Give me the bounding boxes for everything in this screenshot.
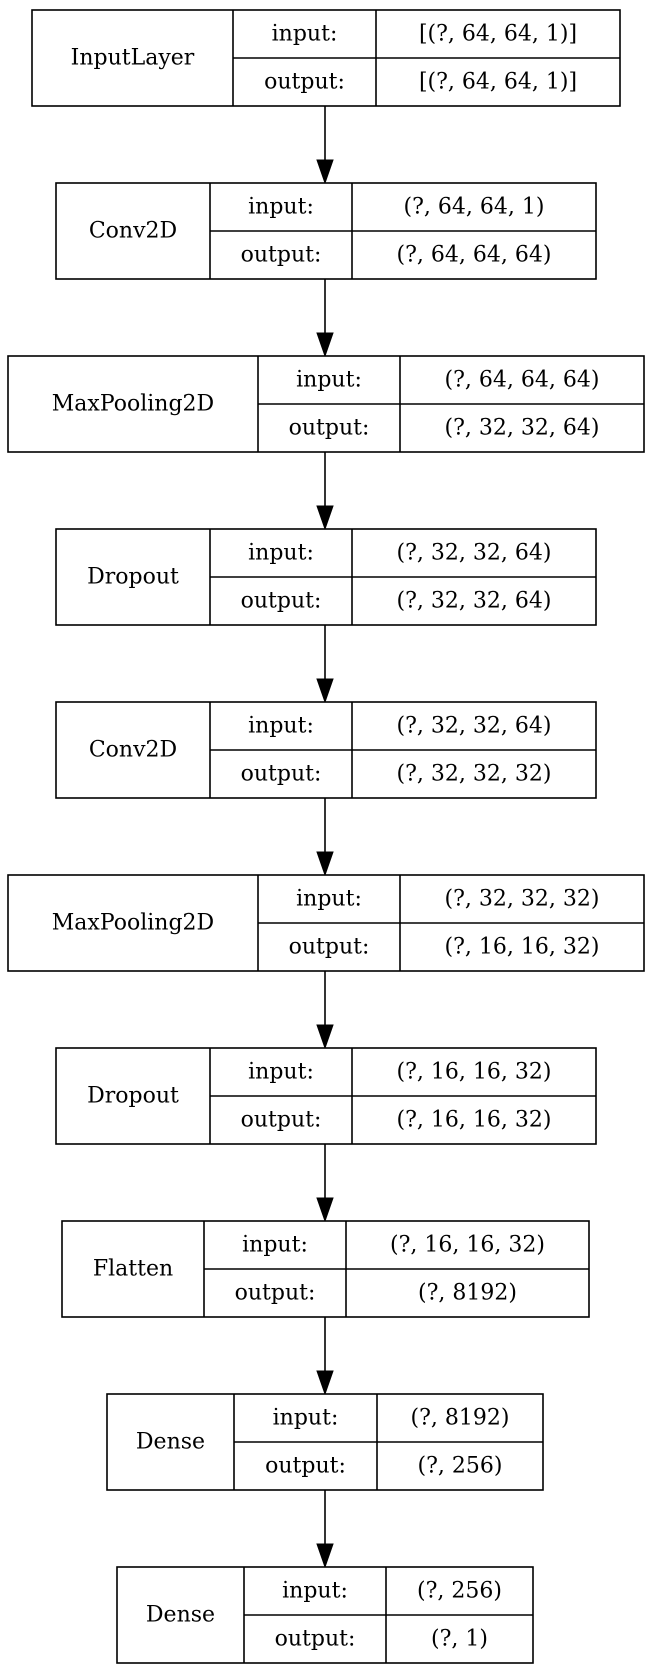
output-label: output: xyxy=(275,1627,356,1652)
input-label: input: xyxy=(248,1060,314,1085)
layer-name: Dense xyxy=(146,1603,215,1628)
layer-node-maxpooling2d: MaxPooling2D input: output: (?, 32, 32, 32)… xyxy=(7,874,645,972)
layer-name: Dropout xyxy=(87,565,179,590)
input-shape: (?, 64, 64, 1) xyxy=(404,195,545,220)
input-label: input: xyxy=(248,195,314,220)
input-shape: (?, 8192) xyxy=(411,1406,510,1431)
input-label: input: xyxy=(248,714,314,739)
layer-node-dense: Dense input: output: (?, 256) (?, 1) xyxy=(116,1566,534,1664)
input-label: input: xyxy=(296,887,362,912)
layer-name: Conv2D xyxy=(89,738,177,763)
layer-node-conv2d: Conv2D input: output: (?, 32, 32, 64) (?, 32… xyxy=(55,701,597,799)
output-label: output: xyxy=(289,935,370,960)
output-label: output: xyxy=(264,70,345,95)
layer-node-dropout: Dropout input: output: (?, 32, 32, 64) (?, 3… xyxy=(55,528,597,626)
output-shape: (?, 64, 64, 64) xyxy=(397,243,552,268)
layer-name: Conv2D xyxy=(89,219,177,244)
input-label: input: xyxy=(272,22,338,47)
output-shape: [(?, 64, 64, 1)] xyxy=(419,70,577,95)
layer-node-maxpooling2d: MaxPooling2D input: output: (?, 64, 64, 64)… xyxy=(7,355,645,453)
arrowhead-icon xyxy=(316,678,334,704)
input-shape: [(?, 64, 64, 1)] xyxy=(419,22,577,47)
edge-arrow xyxy=(316,106,334,185)
output-shape: (?, 32, 32, 64) xyxy=(397,589,552,614)
layer-node-flatten: Flatten input: output: (?, 16, 16, 32) (?, 8… xyxy=(61,1220,590,1318)
output-label: output: xyxy=(241,1108,322,1133)
input-shape: (?, 32, 32, 64) xyxy=(397,541,552,566)
input-shape: (?, 32, 32, 64) xyxy=(397,714,552,739)
output-shape: (?, 16, 16, 32) xyxy=(445,935,600,960)
output-shape: (?, 32, 32, 64) xyxy=(445,416,600,441)
layer-node-inputlayer: InputLayer input: output: [(?, 64, 64, 1)] [… xyxy=(31,9,621,107)
arrowhead-icon xyxy=(316,1370,334,1396)
input-label: input: xyxy=(296,368,362,393)
output-label: output: xyxy=(241,589,322,614)
output-label: output: xyxy=(265,1454,346,1479)
arrowhead-icon xyxy=(316,505,334,531)
layer-name: InputLayer xyxy=(71,46,195,71)
input-label: input: xyxy=(282,1579,348,1604)
layer-name: Dropout xyxy=(87,1084,179,1109)
edge-arrow xyxy=(316,279,334,358)
input-shape: (?, 16, 16, 32) xyxy=(397,1060,552,1085)
layer-node-conv2d: Conv2D input: output: (?, 64, 64, 1) (?, 64,… xyxy=(55,182,597,280)
arrowhead-icon xyxy=(316,851,334,877)
edge-arrow xyxy=(316,1317,334,1396)
output-shape: (?, 8192) xyxy=(418,1281,517,1306)
layer-name: Flatten xyxy=(93,1257,173,1282)
output-shape: (?, 16, 16, 32) xyxy=(397,1108,552,1133)
edge-arrow xyxy=(316,452,334,531)
output-shape: (?, 256) xyxy=(418,1454,503,1479)
arrowhead-icon xyxy=(316,332,334,358)
arrowhead-icon xyxy=(316,1197,334,1223)
input-label: input: xyxy=(248,541,314,566)
input-label: input: xyxy=(242,1233,308,1258)
arrowhead-icon xyxy=(316,1024,334,1050)
arrowhead-icon xyxy=(316,159,334,185)
input-shape: (?, 32, 32, 32) xyxy=(445,887,600,912)
output-label: output: xyxy=(289,416,370,441)
layer-node-dropout: Dropout input: output: (?, 16, 16, 32) (?, 1… xyxy=(55,1047,597,1145)
edge-arrow xyxy=(316,625,334,704)
edge-arrow xyxy=(316,1490,334,1569)
input-label: input: xyxy=(273,1406,339,1431)
input-shape: (?, 16, 16, 32) xyxy=(390,1233,545,1258)
edge-arrow xyxy=(316,1144,334,1223)
input-shape: (?, 64, 64, 64) xyxy=(445,368,600,393)
layer-name: Dense xyxy=(136,1430,205,1455)
edge-arrow xyxy=(316,798,334,877)
arrowhead-icon xyxy=(316,1543,334,1569)
layer-name: MaxPooling2D xyxy=(52,911,214,936)
output-shape: (?, 32, 32, 32) xyxy=(397,762,552,787)
layer-name: MaxPooling2D xyxy=(52,392,214,417)
layer-node-dense: Dense input: output: (?, 8192) (?, 256) xyxy=(106,1393,544,1491)
edge-arrow xyxy=(316,971,334,1050)
output-label: output: xyxy=(241,243,322,268)
input-shape: (?, 256) xyxy=(417,1579,502,1604)
output-shape: (?, 1) xyxy=(431,1627,488,1652)
output-label: output: xyxy=(241,762,322,787)
output-label: output: xyxy=(235,1281,316,1306)
